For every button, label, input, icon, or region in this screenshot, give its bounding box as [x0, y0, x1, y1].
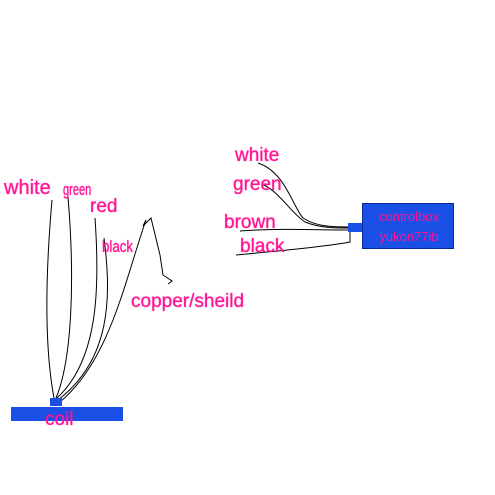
label-coil-white: white: [4, 177, 51, 199]
control-box-connector: [348, 223, 362, 232]
label-box-white: white: [235, 145, 280, 166]
coil-wire-red: [56, 217, 98, 399]
coil-shield-tail: [142, 217, 173, 285]
label-coil-black: black: [102, 237, 133, 256]
coil-connector: [50, 398, 62, 406]
box-wire-black: [235, 232, 351, 256]
coil-label: coil: [45, 409, 74, 430]
label-coil-red: red: [90, 196, 118, 217]
label-box-green: green: [233, 174, 282, 195]
coil-wire-white: [46, 199, 55, 399]
coil-wire-black: [57, 237, 108, 401]
control-box-name: controlbox: [379, 209, 439, 224]
coil-wire-copper-shield: [59, 219, 147, 403]
control-box: controlbox yukon77ib: [362, 203, 454, 249]
box-wire-green: [261, 183, 349, 229]
coil-component: [11, 407, 123, 421]
coil-wire-green: [55, 196, 73, 399]
box-wire-brown: [239, 228, 349, 232]
label-box-black: black: [240, 236, 285, 257]
label-coil-copper-shield: copper/sheild: [131, 291, 245, 312]
label-box-brown: brown: [224, 212, 276, 233]
control-box-model: yukon77ib: [379, 229, 439, 244]
label-coil-green: green: [63, 180, 92, 199]
box-wire-white: [257, 162, 349, 228]
